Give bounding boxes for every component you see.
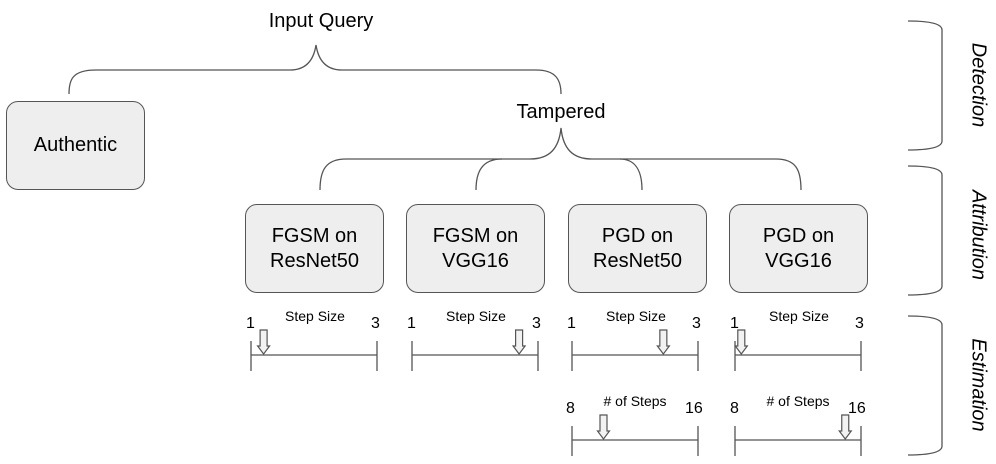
tampered-label: Tampered bbox=[516, 101, 606, 123]
attack-line1: FGSM on bbox=[271, 224, 358, 247]
brace-tampered bbox=[319, 127, 802, 191]
scale-max-label: 3 bbox=[692, 315, 701, 332]
bracket-estimation bbox=[907, 315, 943, 456]
step-size-label: Step Size bbox=[769, 308, 829, 324]
scale-max-label: 16 bbox=[685, 400, 703, 417]
bracket-detection bbox=[907, 20, 943, 151]
num-steps-label: # of Steps bbox=[766, 393, 830, 409]
step-size-label: Step Size bbox=[606, 308, 666, 324]
num-steps-scale-0-marker-arrow bbox=[596, 414, 611, 440]
num-steps-scale-1-marker-arrow bbox=[838, 414, 853, 440]
scale-max-label: 3 bbox=[371, 315, 380, 332]
attack-line2: ResNet50 bbox=[270, 249, 359, 272]
num-steps-label: # of Steps bbox=[603, 393, 667, 409]
input-query-label: Input Query bbox=[268, 10, 374, 32]
scale-min-label: 1 bbox=[567, 315, 576, 332]
scale-min-label: 8 bbox=[566, 400, 575, 417]
stage-label-detection: Detection bbox=[967, 42, 990, 128]
attack-line1: FGSM on bbox=[432, 224, 519, 247]
attack-line2: VGG16 bbox=[442, 249, 509, 272]
step-size-scale-3-marker-arrow bbox=[734, 329, 749, 355]
step-size-scale-1-marker-arrow bbox=[511, 329, 527, 355]
scale-max-label: 3 bbox=[532, 315, 541, 332]
step-size-label: Step Size bbox=[446, 308, 506, 324]
step-size-scale-0-marker-arrow bbox=[256, 329, 271, 355]
scale-min-label: 1 bbox=[246, 315, 255, 332]
brace-root bbox=[68, 44, 562, 95]
scale-min-label: 1 bbox=[730, 315, 739, 332]
step-size-scale-2-marker-arrow bbox=[656, 329, 671, 355]
bracket-attribution bbox=[907, 165, 943, 296]
scale-max-label: 16 bbox=[848, 400, 866, 417]
scale-max-label: 3 bbox=[855, 315, 864, 332]
authentic-node: Authentic bbox=[6, 101, 145, 190]
brace-tampered-inner bbox=[475, 158, 643, 191]
scale-min-label: 1 bbox=[407, 315, 416, 332]
authentic-label: Authentic bbox=[33, 134, 118, 156]
stage-label-attribution: Attribution bbox=[967, 189, 990, 281]
scale-min-label: 8 bbox=[730, 400, 739, 417]
attack-line2: VGG16 bbox=[765, 249, 832, 272]
attack-line1: PGD on bbox=[601, 224, 674, 247]
attack-line1: PGD on bbox=[762, 224, 835, 247]
step-size-label: Step Size bbox=[285, 308, 345, 324]
attack-line2: ResNet50 bbox=[593, 249, 682, 272]
stage-label-estimation: Estimation bbox=[967, 338, 990, 432]
